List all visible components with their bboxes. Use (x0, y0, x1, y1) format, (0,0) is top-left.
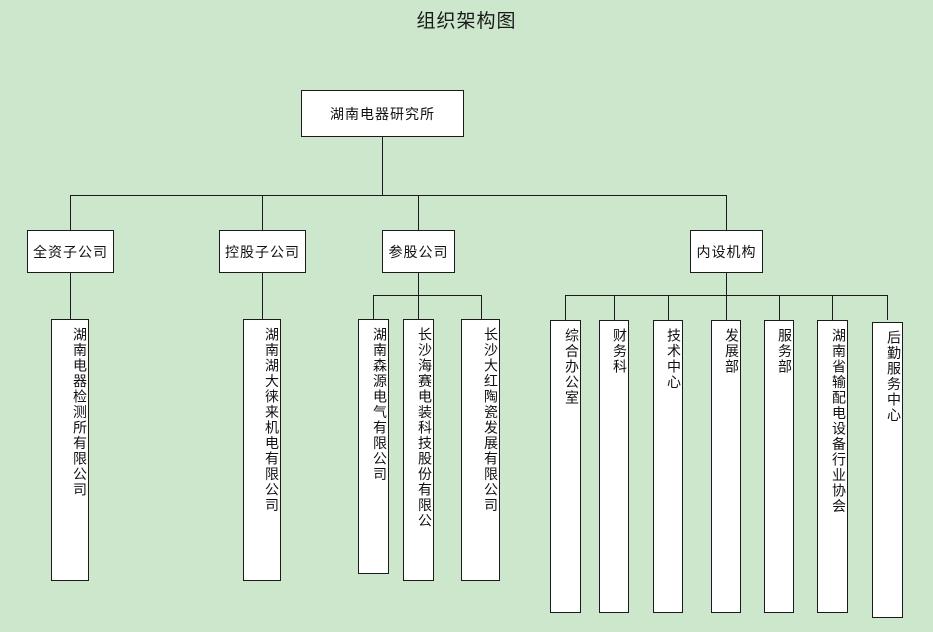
connector-drop-leaf7 (614, 295, 615, 320)
connector-equity-stem (418, 273, 419, 295)
connector-level1-bus (70, 195, 726, 196)
org-node-wholly-owned[interactable]: 全资子公司 (27, 230, 114, 273)
org-node-leaf-3-label: 湖南森源电气有限公司 (371, 327, 387, 482)
connector-drop-leaf3 (373, 295, 374, 319)
connector-drop-equity (418, 195, 419, 230)
connector-drop-leaf5 (481, 295, 482, 319)
connector-drop-leaf4 (418, 295, 419, 319)
org-node-root[interactable]: 湖南电器研究所 (301, 90, 464, 137)
org-node-leaf-12-label: 后勤服务中心 (885, 330, 901, 423)
org-node-equity[interactable]: 参股公司 (382, 230, 455, 273)
connector-drop-holding (262, 195, 263, 230)
org-node-leaf-2[interactable]: 湖南湖大徕来机电有限公司 (243, 319, 281, 581)
connector-drop-leaf9 (726, 295, 727, 320)
org-node-leaf-5[interactable]: 长沙大红陶瓷发展有限公司 (461, 319, 500, 581)
org-node-wholly-owned-label: 全资子公司 (33, 244, 108, 261)
org-node-leaf-11-label: 湖南省输配电设备行业协会 (830, 328, 846, 514)
org-node-leaf-8[interactable]: 技术中心 (653, 320, 683, 613)
org-node-leaf-2-label: 湖南湖大徕来机电有限公司 (263, 327, 279, 513)
connector-drop-leaf6 (565, 295, 566, 320)
org-node-holding-label: 控股子公司 (225, 244, 300, 261)
connector-internal-stem (726, 273, 727, 295)
connector-drop-leaf8 (668, 295, 669, 320)
org-node-leaf-6-label: 综合办公室 (563, 328, 579, 406)
org-node-leaf-9-label: 发展部 (723, 328, 739, 375)
org-node-equity-label: 参股公司 (388, 244, 449, 261)
org-node-internal[interactable]: 内设机构 (690, 230, 763, 273)
connector-wholly-owned-to-leaf1 (70, 273, 71, 319)
connector-drop-leaf10 (779, 295, 780, 320)
org-node-leaf-1[interactable]: 湖南电器检测所有限公司 (51, 319, 89, 581)
org-node-leaf-7-label: 财务科 (611, 328, 627, 375)
org-node-leaf-6[interactable]: 综合办公室 (550, 320, 581, 613)
connector-holding-to-leaf2 (262, 273, 263, 319)
org-node-leaf-3[interactable]: 湖南森源电气有限公司 (358, 319, 389, 574)
org-node-leaf-10-label: 服务部 (776, 328, 792, 375)
org-node-leaf-7[interactable]: 财务科 (599, 320, 629, 613)
connector-drop-leaf11 (832, 295, 833, 320)
connector-equity-bus (373, 295, 481, 296)
org-node-leaf-9[interactable]: 发展部 (711, 320, 741, 613)
org-node-leaf-4[interactable]: 长沙海赛电装科技股份有限公 (403, 319, 434, 581)
connector-drop-leaf12 (887, 295, 888, 320)
org-node-leaf-4-label: 长沙海赛电装科技股份有限公 (416, 327, 432, 529)
connector-drop-internal (726, 195, 727, 230)
org-node-internal-label: 内设机构 (696, 244, 757, 261)
org-node-leaf-11[interactable]: 湖南省输配电设备行业协会 (817, 320, 848, 613)
org-node-leaf-10[interactable]: 服务部 (764, 320, 794, 613)
org-node-leaf-12[interactable]: 后勤服务中心 (872, 322, 903, 618)
connector-root-stem (382, 137, 383, 195)
page-title: 组织架构图 (416, 10, 517, 32)
org-node-leaf-8-label: 技术中心 (665, 328, 681, 390)
org-node-root-label: 湖南电器研究所 (330, 106, 435, 123)
connector-drop-wholly-owned (70, 195, 71, 230)
org-node-leaf-1-label: 湖南电器检测所有限公司 (71, 327, 87, 498)
org-node-leaf-5-label: 长沙大红陶瓷发展有限公司 (482, 327, 498, 513)
org-node-holding[interactable]: 控股子公司 (219, 230, 306, 273)
